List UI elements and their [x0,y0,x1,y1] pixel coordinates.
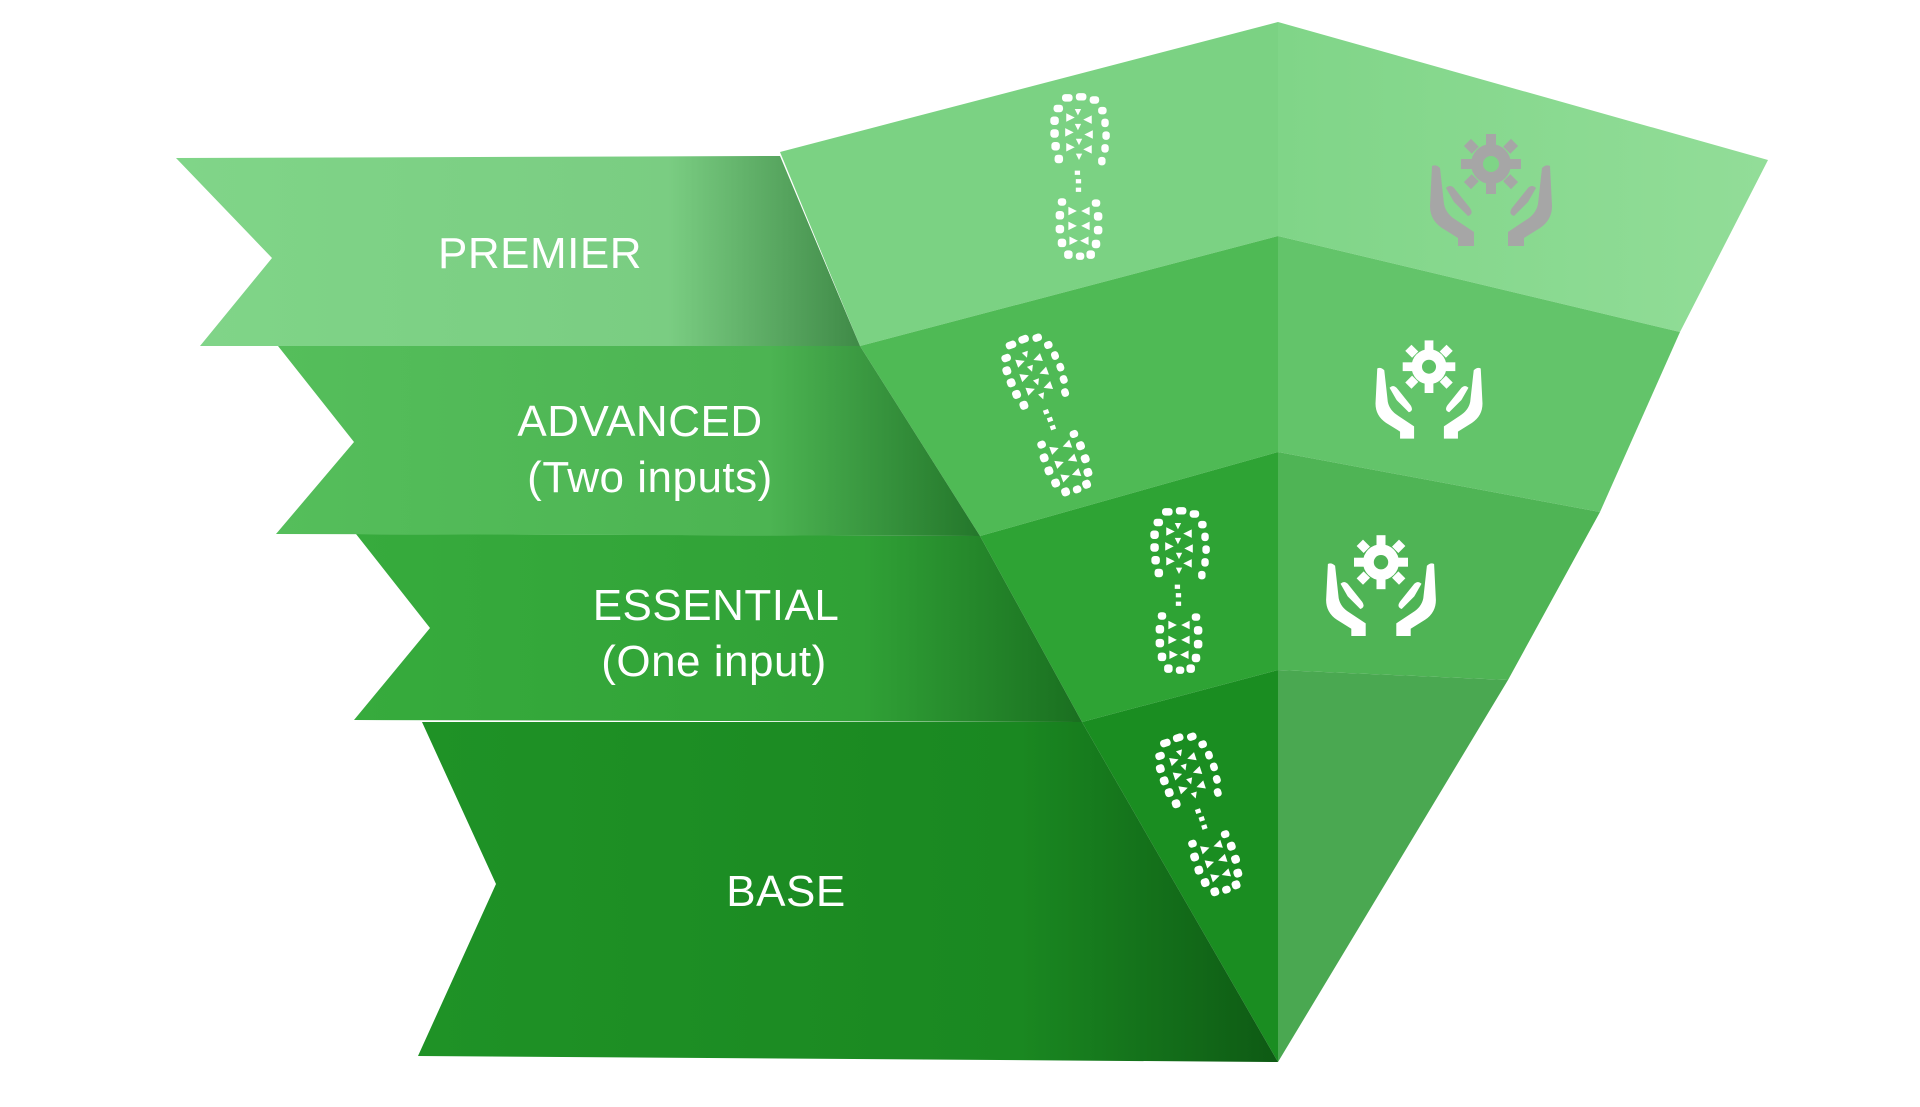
funnel-essential-left-face [980,452,1278,722]
funnel-right-faces [1278,22,1768,1062]
banner-advanced [276,346,980,536]
banner-essential [354,534,1082,722]
funnel-base-right-face [1278,670,1508,1062]
funnel-advanced-left-face [860,236,1278,536]
tier-labels: PREMIER ADVANCED (Two inputs) ESSENTIAL … [438,229,845,916]
label-base: BASE [726,867,845,916]
tier-banners [176,156,1278,1062]
label-essential: ESSENTIAL [593,581,840,630]
banner-base [418,722,1278,1062]
label-essential-sub: (One input) [601,637,827,686]
banner-premier [176,156,860,346]
label-advanced: ADVANCED [517,397,762,446]
funnel-base-left-face [1082,670,1278,1062]
funnel-left-faces [780,22,1278,1062]
label-advanced-sub: (Two inputs) [527,453,773,502]
funnel-top-left-face [780,22,1278,346]
funnel-top-right-face [1278,22,1768,332]
label-premier: PREMIER [438,229,642,278]
